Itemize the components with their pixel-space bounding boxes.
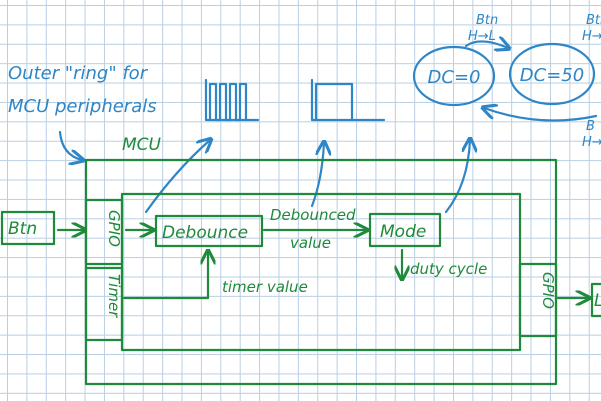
timer-value-arrow [122,252,208,300]
transition-right-label1: Btn [586,13,601,28]
state-dc50-label: DC=50 [520,65,584,86]
mode-block-label: Mode [380,222,426,242]
step-waveform-axes [310,78,386,122]
transition-bottom-label2: H→ [582,135,601,150]
debounce-to-pwm-arrow [144,140,210,214]
mode-block [368,212,442,248]
timer-value-label: timer value [222,278,308,296]
step-waveform [314,82,354,122]
debounce-block [154,214,264,248]
led-block-label: L [594,291,601,311]
timer-block [84,266,124,342]
outer-ring-arrow [58,130,82,160]
pwm-waveform-axes [204,78,260,122]
debounced-label-line2: value [290,234,331,252]
transition-dc0-to-dc50 [464,41,508,48]
transition-top-label2: H→L [468,29,496,44]
mode-to-state-machine-arrow [444,140,470,214]
outer-ring-label-line2: MCU peripherals [8,96,157,117]
gpio-in-block [84,198,124,266]
gpio-out-block [518,262,558,338]
state-dc0 [412,45,496,107]
transition-right-label2: H→ [582,29,601,44]
led-block [590,282,601,318]
debounced-value-to-step-arrow [310,143,324,208]
mcu-label: MCU [122,135,162,155]
state-dc0-label: DC=0 [428,67,481,88]
pwm-waveform [208,82,248,122]
debounced-label-line1: Debounced [270,206,356,224]
transition-dc50-to-dc0 [484,108,598,122]
state-dc50 [508,42,596,106]
duty-cycle-label: duty cycle [410,260,487,278]
btn-block-label: Btn [8,219,37,239]
transition-top-label1: Btn [476,13,498,28]
gpio-out-label: GPIO [539,272,557,309]
btn-block [0,210,56,246]
timer-label: Timer [105,274,123,318]
gpio-in-label: GPIO [105,210,123,247]
transition-bottom-label1: B [586,119,595,134]
outer-ring-label-line1: Outer "ring" for [8,63,149,84]
debounce-block-label: Debounce [162,223,248,243]
